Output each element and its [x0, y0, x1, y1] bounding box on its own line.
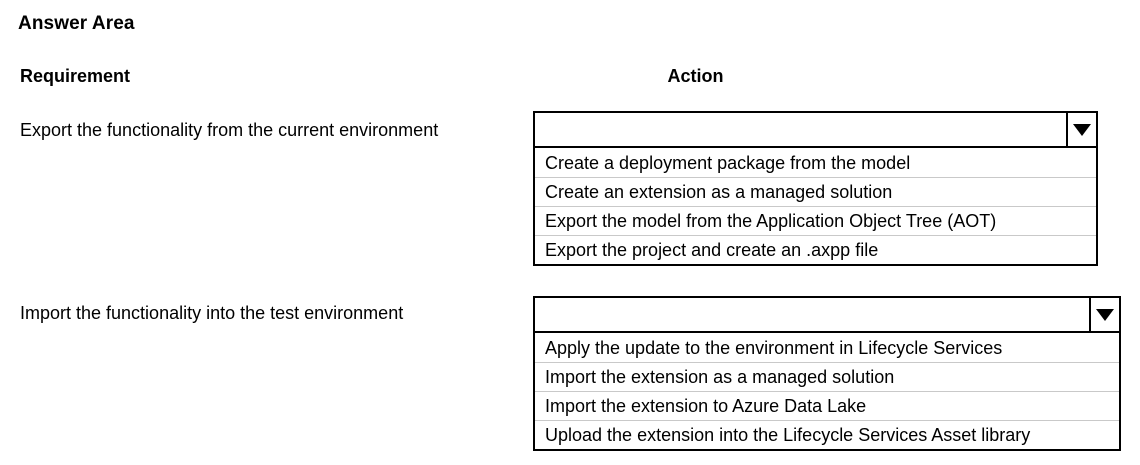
chevron-down-glyph	[1073, 123, 1091, 136]
action-dropdown-0[interactable]	[533, 111, 1098, 148]
requirement-label-1: Import the functionality into the test e…	[20, 303, 404, 323]
action-dropdown-1-value[interactable]	[535, 298, 1089, 331]
dropdown-option[interactable]: Import the extension as a managed soluti…	[535, 362, 1119, 391]
chevron-down-icon[interactable]	[1089, 298, 1119, 331]
requirement-label-0: Export the functionality from the curren…	[20, 120, 439, 140]
dropdown-option[interactable]: Export the project and create an .axpp f…	[535, 235, 1096, 264]
action-dropdown-0-options: Create a deployment package from the mod…	[533, 148, 1098, 266]
action-dropdown-0-value[interactable]	[535, 113, 1066, 146]
dropdown-option[interactable]: Import the extension to Azure Data Lake	[535, 391, 1119, 420]
dropdown-option[interactable]: Upload the extension into the Lifecycle …	[535, 420, 1119, 449]
chevron-down-icon[interactable]	[1066, 113, 1096, 146]
dropdown-option[interactable]: Apply the update to the environment in L…	[545, 337, 1003, 358]
column-header-requirement: Requirement	[20, 66, 131, 86]
dropdown-option[interactable]: Export the model from the Application Ob…	[535, 206, 1096, 235]
action-dropdown-1[interactable]	[533, 296, 1121, 333]
dropdown-option[interactable]: Create a deployment package from the mod…	[545, 152, 911, 173]
dropdown-option[interactable]: Create an extension as a managed solutio…	[535, 177, 1096, 206]
page-title: Answer Area	[18, 13, 135, 34]
action-dropdown-1-options: Apply the update to the environment in L…	[533, 333, 1121, 451]
column-header-action: Action	[667, 66, 724, 86]
chevron-down-glyph	[1096, 308, 1114, 321]
